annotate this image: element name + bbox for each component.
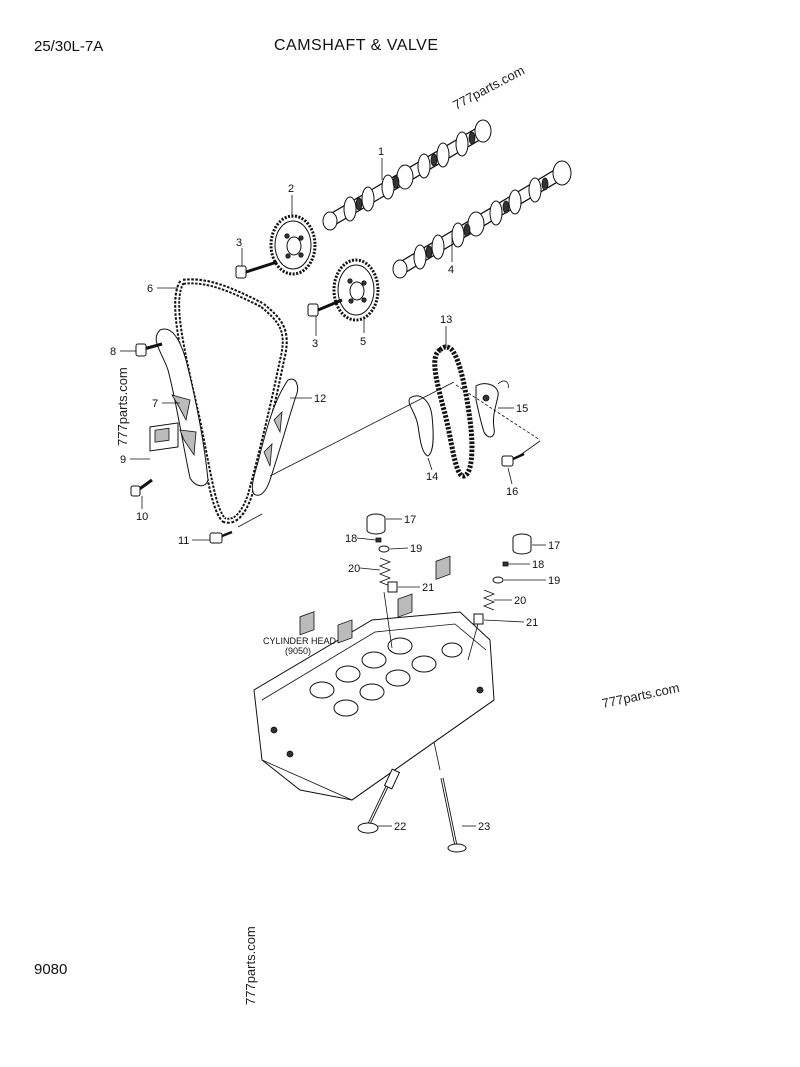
model-code: 25/30L-7A — [34, 38, 104, 55]
valve-cotter-left — [375, 537, 382, 543]
callout-19b: 19 — [548, 575, 560, 587]
callout-8: 8 — [110, 346, 116, 358]
callout-22: 22 — [394, 821, 406, 833]
callout-15: 15 — [516, 403, 528, 415]
watermark-right: 777parts.com — [601, 680, 681, 711]
callout-6: 6 — [147, 283, 153, 295]
sprocket-bolt-upper — [235, 260, 278, 279]
cam-sprocket-lower — [332, 258, 380, 322]
callout-3a: 3 — [236, 237, 242, 249]
tensioner-bolt — [130, 478, 153, 497]
watermark-top: 777parts.com — [450, 62, 527, 112]
intake-valve — [357, 768, 401, 834]
camshaft-intake — [392, 160, 572, 279]
callout-12: 12 — [314, 393, 326, 405]
cylinder-head-ref: (9050) — [285, 646, 311, 656]
spring-retainer-left — [378, 545, 390, 553]
callout-13: 13 — [440, 314, 452, 326]
callout-23: 23 — [478, 821, 490, 833]
callout-9: 9 — [120, 454, 126, 466]
exhaust-valve — [440, 777, 467, 853]
spring-retainer-right — [492, 576, 504, 584]
camshaft-exhaust — [322, 119, 492, 231]
callout-21a: 21 — [422, 582, 434, 594]
callout-20b: 20 — [514, 595, 526, 607]
callout-17b: 17 — [548, 540, 560, 552]
watermark-bottom: 777parts.com — [243, 926, 258, 1005]
cam-sprocket-upper — [269, 214, 317, 276]
chain-guide-right — [251, 378, 299, 496]
callout-11: 11 — [178, 535, 189, 547]
valve-seal-right — [473, 613, 484, 625]
watermark-left: 777parts.com — [115, 367, 130, 446]
tensioner-arm-bolt — [501, 452, 525, 467]
guide-bolt — [135, 342, 163, 357]
valve-cotter-right — [502, 561, 509, 567]
callout-3b: 3 — [312, 338, 318, 350]
callout-labels: 1 2 3 3 4 5 6 7 8 9 10 11 12 13 14 15 16… — [110, 146, 560, 833]
valve-tappet-right — [512, 533, 532, 555]
cylinder-head-label: CYLINDER HEAD — [263, 636, 337, 646]
callout-17a: 17 — [404, 514, 416, 526]
page-title: CAMSHAFT & VALVE — [274, 37, 439, 54]
callout-2: 2 — [288, 183, 294, 195]
cylinder-head — [253, 555, 495, 801]
guide-pin-bolt — [209, 530, 233, 544]
balance-chain — [432, 344, 475, 479]
valve-seal-left — [387, 581, 398, 593]
callout-1: 1 — [378, 146, 384, 158]
balance-tensioner-arm — [475, 380, 509, 438]
callout-20a: 20 — [348, 563, 360, 575]
callout-5: 5 — [360, 336, 366, 348]
valve-spring-left — [378, 557, 392, 587]
callout-4: 4 — [448, 264, 454, 276]
balance-chain-guide — [408, 395, 434, 457]
valve-tappet-left — [366, 513, 386, 535]
sprocket-bolt-lower — [307, 298, 343, 317]
callout-21b: 21 — [526, 617, 538, 629]
callout-10: 10 — [136, 511, 148, 523]
callout-18a: 18 — [345, 533, 357, 545]
callout-7: 7 — [152, 398, 158, 410]
callout-18b: 18 — [532, 559, 544, 571]
callout-14: 14 — [426, 471, 438, 483]
chain-tensioner — [149, 422, 179, 452]
callout-16: 16 — [506, 486, 518, 498]
page-number: 9080 — [34, 961, 68, 978]
valve-spring-right — [482, 589, 496, 611]
callout-19a: 19 — [410, 543, 422, 555]
